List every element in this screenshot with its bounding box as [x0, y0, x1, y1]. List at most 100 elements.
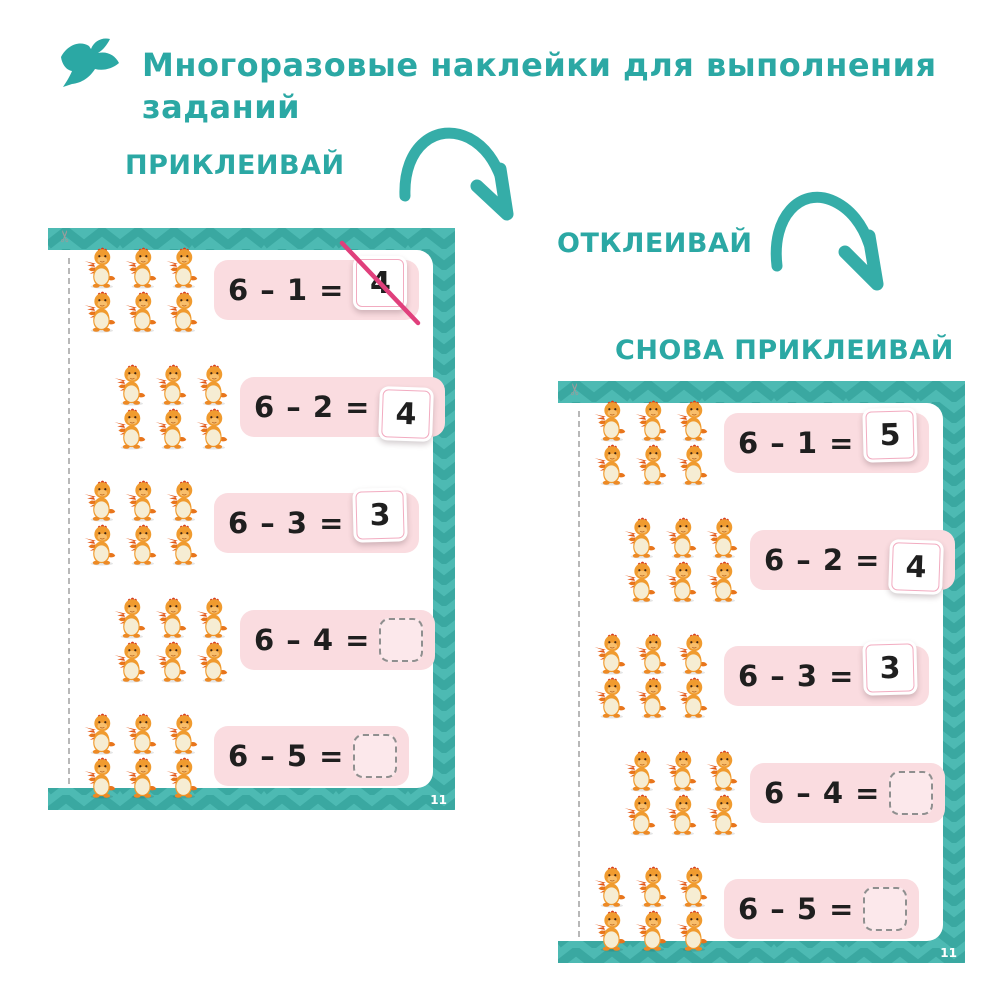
scissors-icon: ✂: [565, 382, 585, 396]
dragon-icon: [665, 517, 697, 559]
dragon-icon: [84, 291, 116, 333]
dragon-icon: [706, 517, 738, 559]
dragon-icon: [125, 480, 157, 522]
dragon-icon: [84, 713, 116, 755]
step-label-peel: ОТКЛЕИВАЙ: [557, 228, 753, 259]
dragon-icon: [624, 517, 656, 559]
task-row: 6 – 1 =4: [82, 240, 445, 338]
equation-box: 6 – 4 =: [750, 762, 946, 823]
dragon-icon: [114, 364, 146, 406]
dragon-icon: [635, 400, 667, 442]
dragon-group: [112, 597, 232, 683]
dragon-icon: [635, 866, 667, 908]
dragon-icon: [706, 561, 738, 603]
dragon-icon: [676, 910, 708, 952]
answer-sticker-wrap: 4: [888, 538, 945, 595]
dragon-icon: [196, 408, 228, 450]
dragon-icon: [125, 291, 157, 333]
equation-box: 6 – 2 =4: [750, 529, 956, 595]
equation-text: 6 – 1 =: [228, 273, 345, 307]
dragon-icon: [676, 677, 708, 719]
page-title: Многоразовые наклейки для выполнения зад…: [142, 44, 962, 128]
dragon-icon: [155, 597, 187, 639]
dragon-icon: [84, 524, 116, 566]
equation-text: 6 – 2 =: [764, 542, 881, 577]
dragon-icon: [166, 247, 198, 289]
dragon-icon: [624, 750, 656, 792]
dragon-icon: [676, 444, 708, 486]
dragon-icon: [84, 247, 116, 289]
dragon-group: [112, 364, 232, 450]
equation-text: 6 – 4 =: [254, 622, 371, 657]
dragon-group: [592, 633, 712, 719]
dragon-icon: [155, 364, 187, 406]
dragon-icon: [196, 597, 228, 639]
task-row: 6 – 1 =5: [592, 395, 955, 491]
dragon-icon: [114, 597, 146, 639]
answer-slot: [379, 617, 424, 662]
dragon-icon: [196, 364, 228, 406]
dragon-icon: [196, 641, 228, 683]
dragon-icon: [594, 400, 626, 442]
answer-sticker-wrap: 4: [378, 385, 435, 442]
dragon-group: [82, 247, 202, 333]
dragon-icon: [166, 713, 198, 755]
answer-sticker-wrap: 3: [352, 487, 409, 543]
equation-box: 6 – 4 =: [240, 609, 436, 670]
dragon-icon: [114, 641, 146, 683]
task-rows: 6 – 1 =5: [558, 381, 965, 963]
task-row: 6 – 4 =: [622, 745, 955, 841]
answer-sticker: 4: [888, 538, 945, 595]
dragon-icon: [635, 444, 667, 486]
answer-sticker: 5: [862, 407, 919, 463]
equation-text: 6 – 3 =: [228, 506, 345, 540]
answer-sticker: 4: [378, 385, 435, 442]
page-title-line1: Многоразовые наклейки для выполнения: [142, 46, 937, 84]
task-row: 6 – 3 =3: [82, 475, 445, 571]
page-number: 11: [430, 793, 447, 807]
equation-text: 6 – 2 =: [254, 389, 371, 424]
dragon-icon: [125, 713, 157, 755]
task-row: 6 – 2 =4: [112, 359, 446, 455]
task-row: 6 – 3 =3: [592, 628, 955, 724]
equation-box: 6 – 1 =5: [724, 407, 930, 473]
dragon-icon: [676, 633, 708, 675]
answer-sticker-wrap: 5: [862, 407, 919, 463]
page-number: 11: [940, 946, 957, 960]
scissors-icon: ✂: [55, 229, 75, 243]
dragon-icon: [635, 633, 667, 675]
step-label-restick: СНОВА ПРИКЛЕИВАЙ: [615, 335, 954, 366]
dragon-icon: [665, 750, 697, 792]
dragon-icon: [706, 750, 738, 792]
dragon-icon: [594, 677, 626, 719]
task-row: 6 – 5 =: [592, 861, 955, 957]
answer-slot: [889, 770, 934, 815]
equation-box: 6 – 5 =: [214, 726, 410, 786]
dragon-icon: [665, 561, 697, 603]
dragon-icon: [166, 757, 198, 799]
dragon-icon: [594, 866, 626, 908]
equation-box: 6 – 1 =4: [214, 240, 421, 326]
dragon-icon: [676, 400, 708, 442]
cut-line: [68, 258, 70, 784]
equation-text: 6 – 1 =: [738, 426, 855, 460]
answer-sticker: 3: [862, 640, 919, 696]
dragon-icon: [624, 794, 656, 836]
answer-sticker: 3: [352, 487, 409, 543]
dragon-group: [622, 750, 742, 836]
equation-text: 6 – 4 =: [764, 775, 881, 810]
dragon-icon: [84, 757, 116, 799]
dragon-icon: [665, 794, 697, 836]
answer-slot: [863, 887, 908, 931]
equation-box: 6 – 2 =4: [240, 376, 446, 442]
curved-arrow-icon: [399, 127, 514, 221]
dragon-group: [592, 400, 712, 486]
equation-text: 6 – 3 =: [738, 659, 855, 693]
answer-sticker: 4: [353, 256, 408, 310]
dragon-icon: [166, 291, 198, 333]
dragon-icon: [155, 641, 187, 683]
dragon-icon: [125, 757, 157, 799]
bird-icon: [61, 38, 119, 87]
task-row: 6 – 5 =: [82, 708, 445, 804]
